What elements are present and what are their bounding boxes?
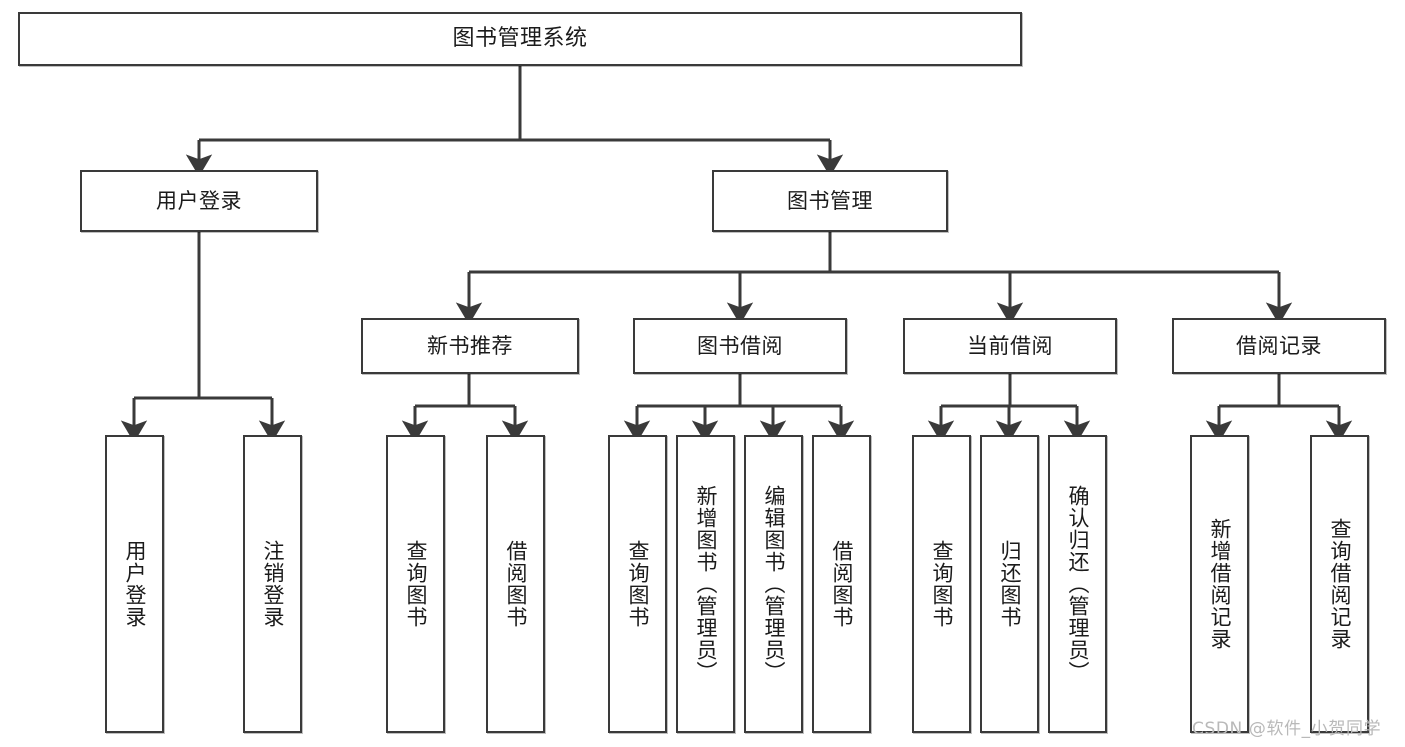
node-leaf-confirm-return[interactable]: 确认归还（管理员）	[1048, 435, 1107, 733]
node-leaf-return-book[interactable]: 归还图书	[980, 435, 1039, 733]
node-label: 查询图书	[929, 540, 954, 628]
node-label: 图书借阅	[697, 333, 783, 358]
node-leaf-borrow-book-1[interactable]: 借阅图书	[486, 435, 545, 733]
node-label: 借阅图书	[829, 540, 854, 628]
node-label: 用户登录	[122, 540, 147, 628]
node-book-management-system[interactable]: 图书管理系统	[18, 12, 1022, 66]
node-label: 新增图书（管理员）	[693, 485, 718, 683]
node-label: 查询图书	[625, 540, 650, 628]
node-leaf-query-book-2[interactable]: 查询图书	[608, 435, 667, 733]
node-label: 确认归还（管理员）	[1065, 485, 1090, 683]
node-label: 归还图书	[997, 540, 1022, 628]
node-leaf-user-login[interactable]: 用户登录	[105, 435, 164, 733]
node-borrowing-record[interactable]: 借阅记录	[1172, 318, 1386, 374]
node-book-borrowing[interactable]: 图书借阅	[633, 318, 847, 374]
node-user-login[interactable]: 用户登录	[80, 170, 318, 232]
node-label: 查询图书	[403, 540, 428, 628]
node-label: 借阅记录	[1236, 333, 1322, 358]
node-leaf-query-record[interactable]: 查询借阅记录	[1310, 435, 1369, 733]
node-label: 查询借阅记录	[1327, 518, 1352, 650]
node-label: 图书管理系统	[452, 26, 588, 52]
node-leaf-borrow-book-2[interactable]: 借阅图书	[812, 435, 871, 733]
node-label: 当前借阅	[967, 333, 1053, 358]
node-leaf-query-book-3[interactable]: 查询图书	[912, 435, 971, 733]
node-leaf-logout[interactable]: 注销登录	[243, 435, 302, 733]
node-label: 图书管理	[787, 188, 873, 213]
node-label: 借阅图书	[503, 540, 528, 628]
node-leaf-query-book-1[interactable]: 查询图书	[386, 435, 445, 733]
node-label: 新增借阅记录	[1207, 518, 1232, 650]
node-new-book-recommendation[interactable]: 新书推荐	[361, 318, 579, 374]
node-leaf-edit-book[interactable]: 编辑图书（管理员）	[744, 435, 803, 733]
node-leaf-add-record[interactable]: 新增借阅记录	[1190, 435, 1249, 733]
node-current-borrowing[interactable]: 当前借阅	[903, 318, 1117, 374]
node-label: 新书推荐	[427, 333, 513, 358]
node-label: 编辑图书（管理员）	[761, 485, 786, 683]
node-book-management[interactable]: 图书管理	[712, 170, 948, 232]
csdn-watermark: CSDN @软件_小贺同学	[1192, 719, 1382, 739]
node-label: 用户登录	[156, 188, 242, 213]
node-leaf-add-book[interactable]: 新增图书（管理员）	[676, 435, 735, 733]
node-label: 注销登录	[260, 540, 285, 628]
